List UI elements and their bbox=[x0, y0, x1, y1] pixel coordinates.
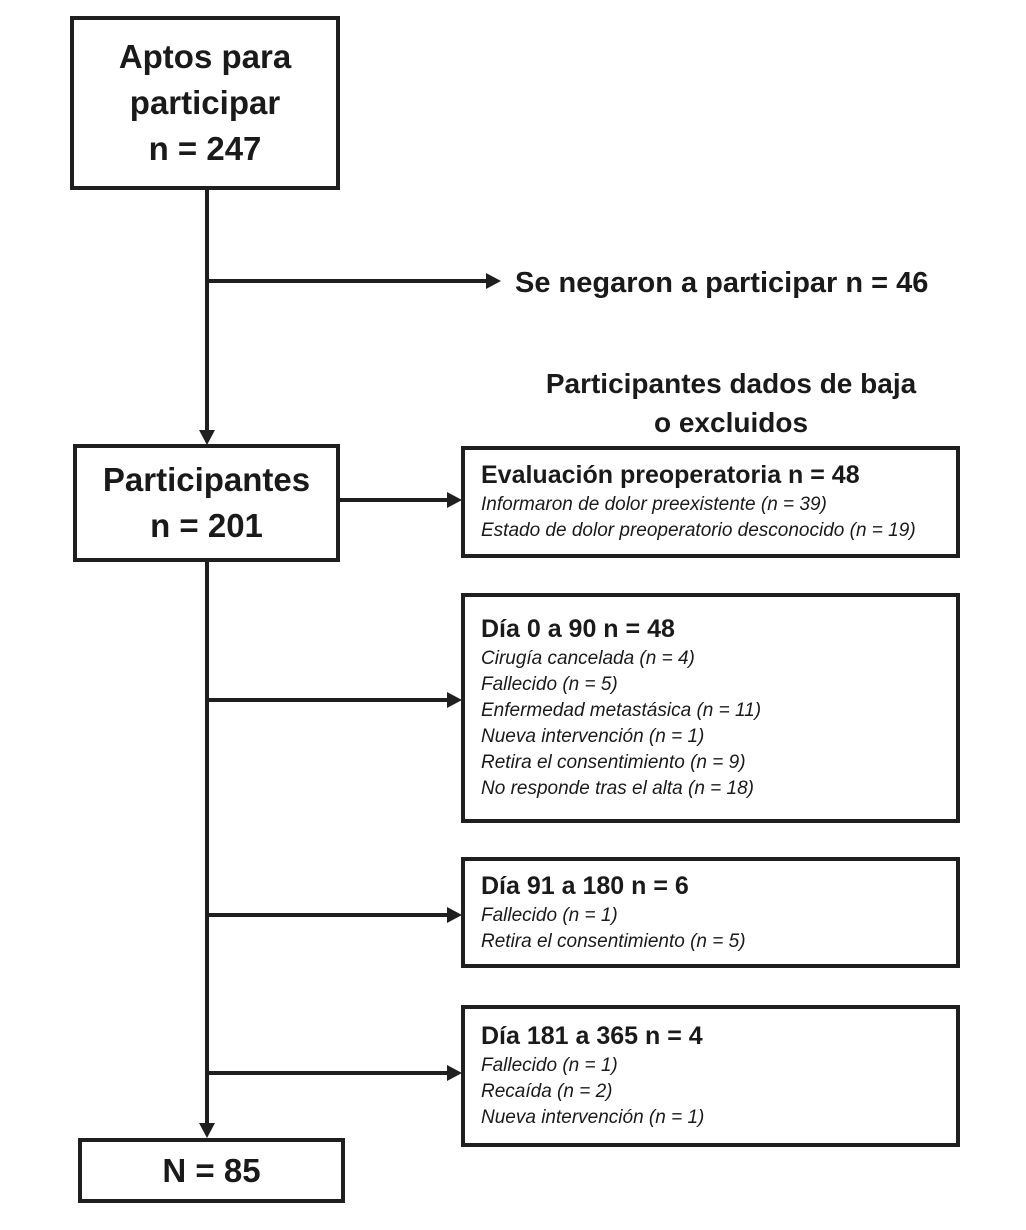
eligible-box-line: Aptos para bbox=[118, 38, 292, 75]
participants-box: Participantes n = 201 bbox=[73, 444, 340, 562]
final-count-box: N = 85 bbox=[78, 1138, 345, 1203]
connector-day-0-90-arrowhead bbox=[447, 692, 462, 708]
exclusion-box-day-0-90: Día 0 a 90 n = 48 Cirugía cancelada (n =… bbox=[461, 593, 960, 823]
exclusion-item: Enfermedad metastásica (n = 11) bbox=[481, 700, 762, 721]
final-count-label: N = 85 bbox=[162, 1151, 261, 1189]
connector-refused-arrowhead bbox=[486, 273, 501, 289]
exclusion-item: Fallecido (n = 1) bbox=[481, 904, 618, 926]
exclusion-item: Retira el consentimiento (n = 9) bbox=[481, 752, 746, 773]
connector-eligible-to-participants-line bbox=[205, 190, 209, 432]
exclusion-item: Recaída (n = 2) bbox=[481, 1081, 613, 1102]
withdrawn-heading: Participantes dados de baja o excluidos bbox=[481, 364, 981, 442]
connector-participants-to-preoperative-arrowhead bbox=[447, 492, 462, 508]
exclusion-item: Nueva intervención (n = 1) bbox=[481, 1107, 705, 1128]
connector-day-91-180-line bbox=[205, 913, 447, 917]
connector-day-0-90-line bbox=[205, 698, 447, 702]
exclusion-item: Informaron de dolor preexistente (n = 39… bbox=[481, 494, 827, 515]
exclusion-box-title: Día 0 a 90 n = 48 bbox=[481, 615, 675, 643]
connector-refused-line bbox=[205, 279, 486, 283]
eligible-box-line: participar bbox=[129, 84, 281, 121]
eligible-box: Aptos para participar n = 247 bbox=[70, 16, 340, 190]
exclusion-box-day-91-180: Día 91 a 180 n = 6 Fallecido (n = 1) Ret… bbox=[461, 857, 960, 968]
participants-box-label: Participantes bbox=[102, 461, 311, 498]
exclusion-item: No responde tras el alta (n = 18) bbox=[481, 778, 755, 799]
connector-participants-to-final-arrowhead bbox=[199, 1123, 215, 1138]
connector-eligible-to-participants-arrowhead bbox=[199, 430, 215, 445]
exclusion-box-title: Día 181 a 365 n = 4 bbox=[481, 1022, 703, 1050]
exclusion-item: Retira el consentimiento (n = 5) bbox=[481, 930, 746, 952]
exclusion-box-preoperative: Evaluación preoperatoria n = 48 Informar… bbox=[461, 446, 960, 558]
exclusion-box-title: Evaluación preoperatoria n = 48 bbox=[481, 461, 860, 489]
connector-day-181-365-line bbox=[205, 1071, 447, 1075]
exclusion-item: Fallecido (n = 5) bbox=[481, 674, 618, 695]
eligible-box-count: n = 247 bbox=[148, 130, 262, 167]
withdrawn-heading-line: o excluidos bbox=[653, 407, 809, 438]
connector-day-181-365-arrowhead bbox=[447, 1065, 462, 1081]
exclusion-item: Estado de dolor preoperatorio desconocid… bbox=[481, 520, 916, 541]
connector-participants-to-preoperative-line bbox=[340, 498, 447, 502]
connector-participants-to-final-line bbox=[205, 562, 209, 1125]
exclusion-item: Nueva intervención (n = 1) bbox=[481, 726, 705, 747]
refused-label: Se negaron a participar n = 46 bbox=[515, 267, 929, 299]
exclusion-item: Cirugía cancelada (n = 4) bbox=[481, 648, 695, 669]
exclusion-item: Fallecido (n = 1) bbox=[481, 1055, 618, 1076]
withdrawn-heading-line: Participantes dados de baja bbox=[545, 368, 917, 399]
participants-box-count: n = 201 bbox=[150, 507, 263, 544]
connector-day-91-180-arrowhead bbox=[447, 907, 462, 923]
exclusion-box-title: Día 91 a 180 n = 6 bbox=[481, 871, 689, 900]
exclusion-box-day-181-365: Día 181 a 365 n = 4 Fallecido (n = 1) Re… bbox=[461, 1005, 960, 1147]
